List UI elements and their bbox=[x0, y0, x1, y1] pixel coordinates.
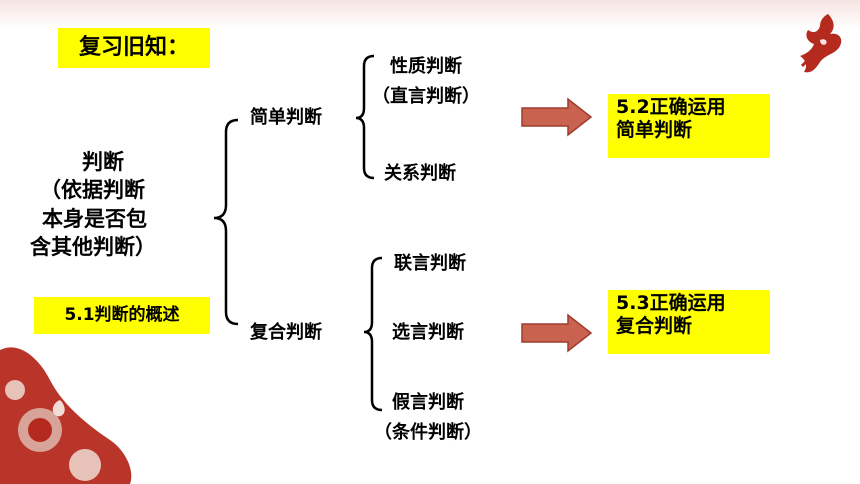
simple-brace bbox=[355, 54, 375, 180]
simple-judgment-node: 简单判断 bbox=[250, 107, 322, 128]
arrow-right-icon bbox=[521, 97, 593, 137]
section-5-3-line-2: 复合判断 bbox=[616, 314, 693, 337]
section-5-3-line-1: 5.3正确运用 bbox=[616, 292, 726, 314]
disjunctive-judgment-node: 选言判断 bbox=[392, 322, 464, 343]
section-5-1-label: 5.1判断的概述 bbox=[34, 297, 210, 334]
property-judgment-node: 性质判断 bbox=[390, 56, 462, 77]
root-line-3: 本身是否包 bbox=[42, 206, 147, 231]
hypothetical-judgment-node: 假言判断 bbox=[392, 392, 464, 413]
conditional-judgment-node: （条件判断） bbox=[374, 422, 482, 443]
arrow-right-icon bbox=[521, 313, 593, 353]
section-5-2-line-1: 5.2正确运用 bbox=[616, 96, 726, 118]
root-line-1: 判断 bbox=[82, 150, 124, 174]
root-line-2: （依据判断 bbox=[40, 178, 145, 203]
compound-judgment-node: 复合判断 bbox=[250, 322, 322, 343]
compound-brace bbox=[363, 256, 383, 412]
top-gradient-band bbox=[0, 0, 860, 30]
flower-papercut-decoration bbox=[0, 347, 132, 484]
root-line-4: 含其他判断） bbox=[30, 235, 156, 260]
bird-papercut-icon bbox=[800, 14, 842, 73]
section-5-3-box: 5.3正确运用 复合判断 bbox=[608, 290, 770, 354]
review-title: 复习旧知： bbox=[58, 28, 210, 68]
relation-judgment-node: 关系判断 bbox=[384, 163, 456, 184]
conjunctive-judgment-node: 联言判断 bbox=[394, 253, 466, 274]
root-node: 判断 （依据判断 本身是否包 含其他判断） bbox=[30, 148, 210, 261]
section-5-2-line-2: 简单判断 bbox=[616, 118, 693, 141]
main-brace bbox=[213, 118, 239, 326]
categorical-judgment-node: （直言判断） bbox=[372, 86, 480, 107]
section-5-2-box: 5.2正确运用 简单判断 bbox=[608, 94, 770, 158]
